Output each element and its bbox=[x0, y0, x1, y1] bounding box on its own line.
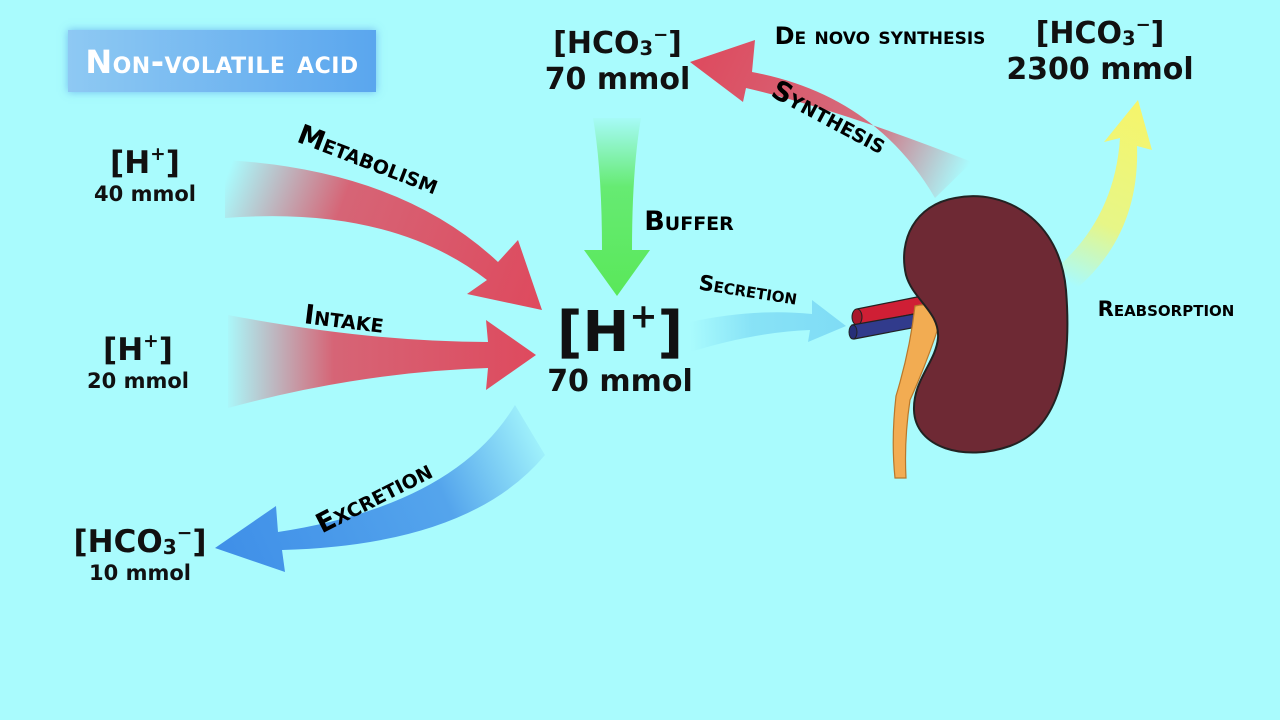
formula: HCO bbox=[1049, 16, 1122, 51]
reabsorption-arrow bbox=[1060, 100, 1152, 290]
label-synthesis: Synthesis bbox=[766, 74, 891, 160]
buffer-arrow bbox=[584, 118, 650, 296]
pool-h-metabolism: [H+] 40 mmol bbox=[70, 145, 220, 207]
metabolism-arrow bbox=[225, 160, 542, 310]
charge: + bbox=[150, 143, 166, 165]
title-banner: Non-volatile acid bbox=[68, 30, 376, 92]
amount: 10 mmol bbox=[89, 561, 191, 585]
amount: 70 mmol bbox=[547, 364, 693, 399]
formula: HCO bbox=[87, 524, 163, 560]
charge: − bbox=[176, 522, 193, 544]
synthesis-arrow bbox=[690, 40, 972, 198]
label-de-novo-synthesis: De novo synthesis bbox=[775, 22, 986, 50]
page-title: Non-volatile acid bbox=[85, 43, 359, 81]
subscript: 3 bbox=[639, 36, 654, 60]
charge: − bbox=[653, 24, 669, 46]
amount: 70 mmol bbox=[544, 62, 691, 97]
amount: 20 mmol bbox=[87, 369, 189, 393]
formula: H bbox=[582, 300, 630, 365]
excretion-arrow bbox=[215, 405, 545, 572]
pool-hco3-excretion: [HCO3−] 10 mmol bbox=[55, 524, 225, 586]
subscript: 3 bbox=[1121, 26, 1136, 50]
subscript: 3 bbox=[162, 535, 177, 559]
label-buffer: Buffer bbox=[644, 206, 734, 237]
charge: + bbox=[143, 330, 159, 352]
charge: − bbox=[1135, 14, 1151, 36]
pool-hco3-buffer: [HCO3−] 70 mmol bbox=[525, 26, 710, 98]
pool-h-central: [H+] 70 mmol bbox=[520, 299, 720, 400]
formula: H bbox=[117, 332, 144, 368]
pool-hco3-reabsorbed: [HCO3−] 2300 mmol bbox=[1000, 16, 1200, 88]
formula: H bbox=[124, 145, 151, 181]
charge: + bbox=[629, 296, 658, 336]
amount: 2300 mmol bbox=[1006, 52, 1194, 87]
pool-h-intake: [H+] 20 mmol bbox=[63, 332, 213, 394]
kidney-icon bbox=[848, 195, 1069, 479]
amount: 40 mmol bbox=[94, 182, 196, 206]
formula: HCO bbox=[566, 26, 640, 61]
secretion-arrow bbox=[690, 300, 846, 352]
intake-arrow bbox=[228, 315, 536, 408]
label-reabsorption: Reabsorption bbox=[1098, 297, 1235, 321]
